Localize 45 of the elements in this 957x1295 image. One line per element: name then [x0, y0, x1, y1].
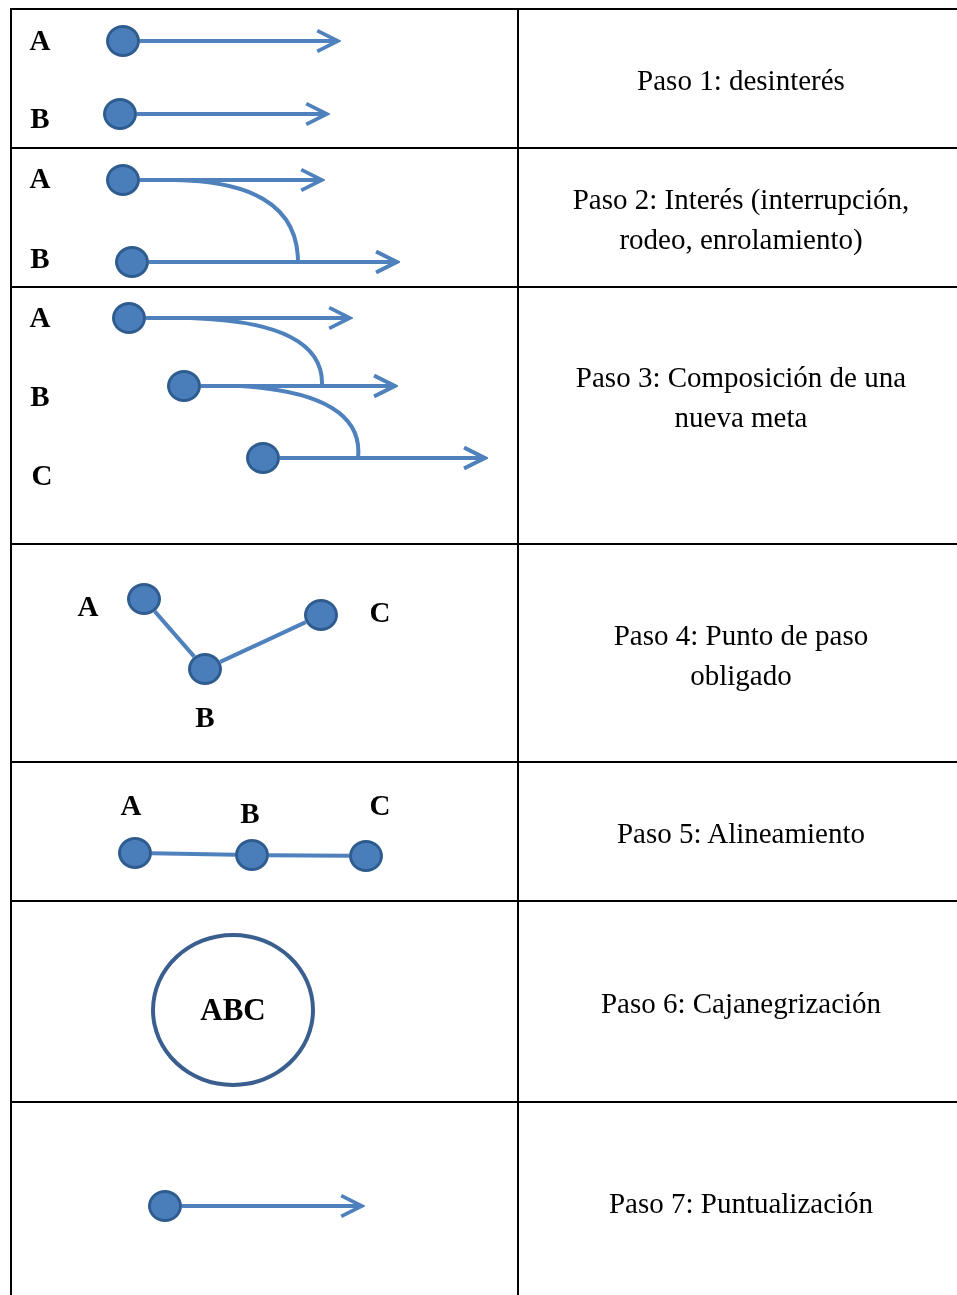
point-label: A: [29, 163, 51, 193]
step-label: Paso 6: Cajanegrización: [599, 986, 883, 1021]
point-label: C: [31, 460, 53, 490]
point-label: C: [369, 597, 391, 627]
node-label: ABC: [200, 992, 266, 1028]
connector-line: [151, 851, 236, 857]
dot: [115, 246, 149, 278]
point-label: B: [30, 381, 50, 411]
point-label: A: [120, 790, 142, 820]
dot: [349, 840, 383, 872]
step-label: Paso 7: Puntualización: [607, 1186, 875, 1221]
arrow: [182, 1193, 364, 1219]
point-label: B: [240, 798, 260, 828]
step-label: Paso 2: Interés (interrupción, rodeo, enrolamiento): [571, 182, 911, 257]
point-label: A: [77, 591, 99, 621]
connector-line: [219, 620, 307, 664]
circle-node: [151, 933, 315, 1087]
dot: [188, 653, 222, 685]
point-label: A: [29, 25, 51, 55]
dot: [304, 599, 338, 631]
dot: [148, 1190, 182, 1222]
point-label: A: [29, 302, 51, 332]
step-label: Paso 4: Punto de paso obligado: [612, 618, 870, 693]
arrow: [137, 101, 329, 127]
dot: [167, 370, 201, 402]
dot: [235, 839, 269, 871]
point-label: B: [195, 702, 215, 732]
dot: [127, 583, 161, 615]
dot: [103, 98, 137, 130]
step-label: Paso 1: desinterés: [636, 63, 846, 98]
connector-line: [268, 853, 350, 858]
arrow: [149, 249, 399, 275]
dot: [106, 25, 140, 57]
point-label: C: [369, 790, 391, 820]
dot: [246, 442, 280, 474]
point-label: B: [30, 243, 50, 273]
arrow: [140, 28, 340, 54]
dot: [106, 164, 140, 196]
point-label: B: [30, 103, 50, 133]
dot: [112, 302, 146, 334]
connector-line: [153, 610, 196, 658]
arrow: [280, 445, 487, 471]
step-label: Paso 5: Alineamiento: [615, 816, 867, 851]
step-label: Paso 3: Composición de una nueva meta: [574, 360, 908, 435]
dot: [118, 837, 152, 869]
